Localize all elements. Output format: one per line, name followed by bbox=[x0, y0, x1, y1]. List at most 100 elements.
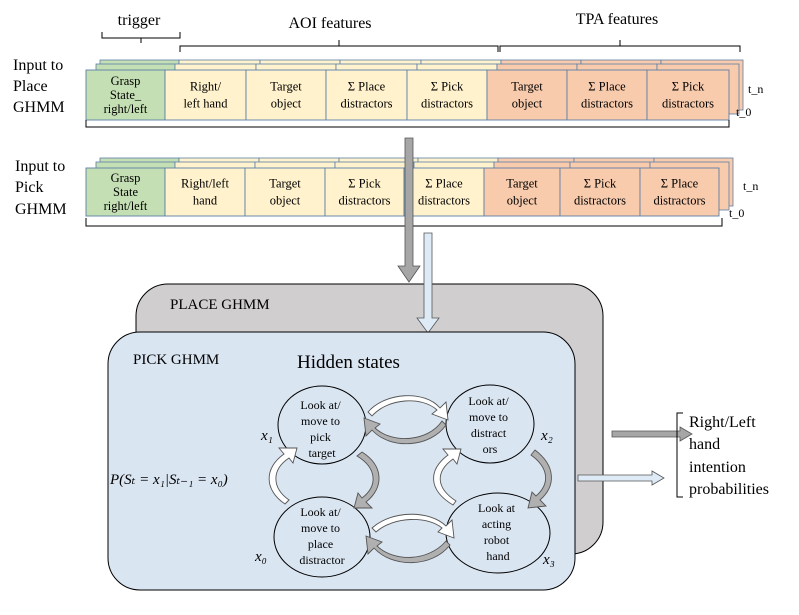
feature-cell-line: object bbox=[512, 97, 543, 111]
place-row-bracket bbox=[85, 120, 730, 128]
output-bracket bbox=[676, 412, 683, 498]
state-line: distract bbox=[471, 426, 507, 440]
state-ellipse bbox=[445, 384, 535, 464]
arrow-x0-to-x3 bbox=[371, 513, 455, 539]
trigger-brace bbox=[101, 32, 181, 43]
feature-cell-line: Target bbox=[511, 80, 543, 94]
feature-cell-line: left hand bbox=[183, 97, 228, 111]
pick-t-0: t_0 bbox=[729, 206, 744, 220]
arrow-x3-to-x2 bbox=[433, 448, 462, 506]
feature-cell-line: distractors bbox=[574, 194, 626, 208]
transition-arrows bbox=[268, 395, 552, 564]
feature-cell-label: Σ Pick distractors bbox=[574, 177, 626, 208]
output-line: probabilities bbox=[689, 481, 769, 498]
state-label: Look at/ move to pick target bbox=[300, 398, 343, 460]
label-x3: x₃ bbox=[542, 552, 555, 568]
state-line: move to bbox=[301, 414, 340, 428]
feature-cell-box bbox=[85, 167, 166, 217]
feature-cell-line: object bbox=[270, 194, 301, 208]
feature-cell: Σ Place distractors bbox=[566, 69, 648, 121]
label-x1: x₁ bbox=[260, 428, 273, 444]
feature-cell-line: Σ Place bbox=[588, 80, 626, 94]
arrow-x3-to-x0 bbox=[365, 535, 451, 564]
state-line: ors bbox=[483, 442, 498, 456]
feature-cell-box bbox=[325, 69, 408, 121]
feature-cell-line: distractors bbox=[653, 194, 705, 208]
feature-cell-line: Target bbox=[506, 177, 538, 191]
feature-cell-line: Right/left bbox=[181, 177, 229, 191]
feature-cell-line: Σ Pick bbox=[584, 177, 617, 191]
tpa-header: TPA features bbox=[576, 11, 659, 28]
output-line: Right/Left bbox=[689, 414, 756, 431]
feature-cell-box bbox=[324, 167, 405, 217]
feature-cell-line: Σ Place bbox=[661, 177, 699, 191]
place-row-label: Input to Place GHMM bbox=[13, 57, 67, 116]
feature-cell: Target object bbox=[486, 69, 568, 121]
pick-row-label-line: Input to bbox=[15, 158, 65, 175]
feature-cell-line: distractors bbox=[581, 97, 633, 111]
feature-cell-line: distractors bbox=[421, 97, 473, 111]
place-t-n: t_n bbox=[748, 82, 763, 96]
pick-input-arrow bbox=[416, 232, 440, 334]
state-line: robot bbox=[484, 533, 510, 547]
state-line: Look at/ bbox=[300, 505, 341, 519]
tpa-brace bbox=[499, 40, 741, 52]
feature-cell-box bbox=[164, 69, 247, 121]
feature-cell-label: Σ Place distractors bbox=[581, 80, 633, 111]
feature-cell-line: distractors bbox=[338, 194, 390, 208]
output-line: intention bbox=[689, 459, 746, 476]
feature-cell-label: Σ Pick distractors bbox=[662, 80, 714, 111]
trigger-header: trigger bbox=[118, 12, 161, 29]
pick-t-n: t_n bbox=[743, 179, 758, 193]
feature-cell: Right/left hand bbox=[164, 69, 247, 121]
state-line: place bbox=[308, 537, 333, 551]
feature-cell: Σ Place distractors bbox=[639, 167, 720, 217]
place-row-label-line: GHMM bbox=[13, 99, 65, 116]
feature-cell-box bbox=[244, 167, 326, 217]
feature-cell-line: State_ bbox=[110, 88, 142, 102]
transition-formula: P(Sₜ = x₁|Sₜ₋₁ = x₀) bbox=[109, 472, 228, 488]
header-braces bbox=[101, 32, 741, 52]
arrow-x2-to-x3 bbox=[527, 449, 552, 509]
feature-cell-box bbox=[646, 69, 730, 121]
state-line: Look at/ bbox=[468, 394, 509, 408]
state-label: Look at/ move to place distractor bbox=[299, 505, 344, 567]
aoi-brace bbox=[179, 40, 499, 52]
feature-cell-box bbox=[483, 167, 561, 217]
feature-cell-box bbox=[559, 167, 641, 217]
state-label: Look at/ move to distract ors bbox=[468, 394, 511, 456]
feature-cell: Σ Pick distractors bbox=[559, 167, 641, 217]
feature-cell-line: Grasp bbox=[111, 171, 141, 185]
state-line: pick bbox=[310, 430, 331, 444]
pick-row-label-line: Pick bbox=[15, 179, 43, 196]
feature-cell-line: distractors bbox=[662, 97, 714, 111]
output-label: Right/Left hand intention probabilities bbox=[689, 414, 769, 498]
feature-cell-line: Σ Place bbox=[425, 177, 463, 191]
feature-cell-line: Right/ bbox=[190, 80, 222, 94]
label-x0: x₀ bbox=[254, 549, 267, 565]
feature-cell-line: Σ Place bbox=[348, 80, 386, 94]
feature-cell-line: Σ Pick bbox=[672, 80, 705, 94]
state-label: Look at acting robot hand bbox=[478, 501, 518, 563]
state-line: Look at bbox=[478, 501, 516, 515]
pick-row-label-line: GHMM bbox=[15, 201, 67, 218]
feature-cell-box bbox=[486, 69, 568, 121]
place-input-arrow bbox=[397, 137, 421, 283]
feature-cell-line: Grasp bbox=[111, 74, 141, 88]
